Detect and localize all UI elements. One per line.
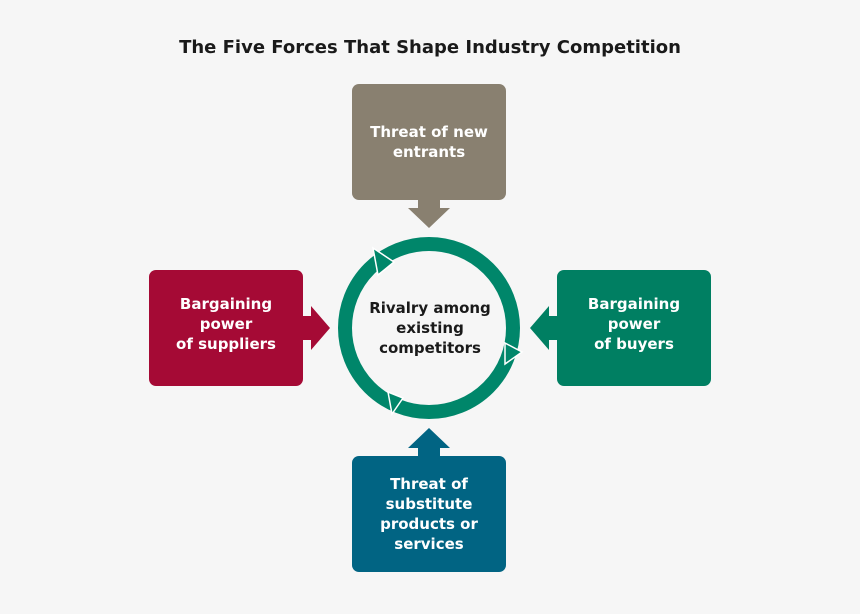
rivalry-cycle-ring: [338, 237, 520, 419]
arrow-left: [303, 306, 330, 350]
center-rivalry-label: Rivalry among existing competitors: [358, 298, 502, 358]
force-label-line: services: [394, 535, 464, 553]
force-label-line: Threat of new: [370, 123, 488, 141]
force-box-substitutes: Threat of substitute products or service…: [352, 456, 506, 572]
force-label-line: substitute: [385, 495, 473, 513]
force-label-line: Threat of: [390, 475, 468, 493]
cycle-arrowhead-bottom-left: [387, 390, 405, 416]
diagram-title: The Five Forces That Shape Industry Comp…: [179, 37, 681, 58]
force-box-buyers: Bargaining power of buyers: [557, 270, 711, 386]
cycle-arrowhead-right: [504, 341, 524, 366]
arrow-right: [530, 306, 557, 350]
center-line: Rivalry among: [369, 299, 491, 317]
force-label-line: products or: [380, 515, 478, 533]
force-label-line: entrants: [392, 143, 466, 161]
center-line: existing: [396, 319, 464, 337]
force-label-line: of suppliers: [176, 335, 276, 353]
force-box-new-entrants: Threat of new entrants: [352, 84, 506, 200]
force-label-line: of buyers: [594, 335, 674, 353]
arrow-top: [408, 200, 450, 228]
arrow-bottom: [408, 428, 450, 456]
force-label-line: Bargaining power: [179, 295, 273, 333]
force-box-suppliers: Bargaining power of suppliers: [149, 270, 303, 386]
force-label-line: Bargaining power: [587, 295, 681, 333]
cycle-arrowhead-top-left: [371, 246, 396, 277]
center-line: competitors: [379, 339, 481, 357]
